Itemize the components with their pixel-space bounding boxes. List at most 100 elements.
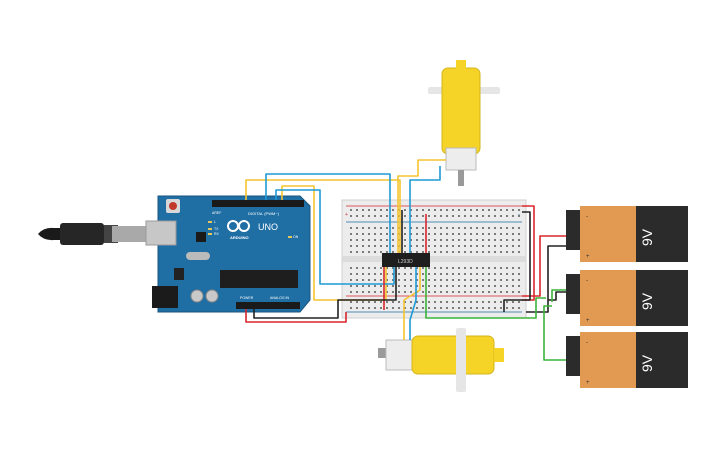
breadboard-hole: [458, 285, 460, 287]
breadboard-hole: [470, 285, 472, 287]
breadboard-hole: [434, 307, 436, 309]
breadboard-hole: [386, 227, 388, 229]
breadboard-hole: [518, 239, 520, 241]
breadboard-hole: [518, 209, 520, 211]
power-label: POWER: [240, 296, 254, 300]
breadboard-hole: [362, 215, 364, 217]
breadboard-hole: [488, 227, 490, 229]
breadboard-hole: [356, 245, 358, 247]
breadboard-hole: [458, 279, 460, 281]
breadboard-hole: [374, 245, 376, 247]
breadboard-hole: [518, 215, 520, 217]
breadboard-hole: [380, 209, 382, 211]
breadboard-hole: [404, 245, 406, 247]
breadboard-hole: [374, 267, 376, 269]
breadboard-hole: [458, 245, 460, 247]
breadboard-hole: [434, 279, 436, 281]
wire-green-2: [551, 289, 566, 302]
breadboard-hole: [446, 273, 448, 275]
led-label-l: L: [214, 220, 216, 224]
breadboard-hole: [410, 233, 412, 235]
breadboard-hole: [386, 285, 388, 287]
breadboard-hole: [428, 245, 430, 247]
breadboard-hole: [488, 279, 490, 281]
breadboard-hole: [368, 279, 370, 281]
breadboard-hole: [416, 273, 418, 275]
breadboard-hole: [494, 273, 496, 275]
breadboard-hole: [404, 273, 406, 275]
breadboard-hole: [416, 245, 418, 247]
breadboard-hole: [458, 251, 460, 253]
breadboard-hole: [470, 251, 472, 253]
wire-black-1: [253, 267, 397, 319]
breadboard-hole: [428, 227, 430, 229]
breadboard-hole: [386, 245, 388, 247]
breadboard-hole: [506, 307, 508, 309]
breadboard-hole: [512, 215, 514, 217]
breadboard-hole: [458, 227, 460, 229]
breadboard-hole: [386, 267, 388, 269]
breadboard-hole: [476, 209, 478, 211]
breadboard-hole: [488, 273, 490, 275]
reset-button[interactable]: [169, 202, 177, 210]
breadboard-hole: [494, 215, 496, 217]
breadboard-hole: [518, 251, 520, 253]
breadboard-hole: [398, 209, 400, 211]
breadboard-hole: [452, 209, 454, 211]
breadboard-hole: [416, 233, 418, 235]
breadboard-hole: [398, 227, 400, 229]
breadboard-hole: [512, 267, 514, 269]
battery-3-plus: +: [586, 380, 590, 386]
breadboard-hole: [386, 209, 388, 211]
breadboard-hole: [392, 209, 394, 211]
breadboard-hole: [368, 251, 370, 253]
breadboard-hole: [380, 245, 382, 247]
wire-yellow-1: [245, 179, 401, 253]
breadboard-hole: [440, 227, 442, 229]
breadboard-hole: [392, 227, 394, 229]
battery-1-minus: -: [586, 214, 588, 220]
breadboard-hole: [452, 233, 454, 235]
breadboard-hole: [404, 233, 406, 235]
breadboard-hole: [374, 273, 376, 275]
breadboard-hole: [404, 291, 406, 293]
breadboard-hole: [410, 291, 412, 293]
breadboard-holes: [350, 209, 520, 309]
breadboard-hole: [452, 239, 454, 241]
l293d-chip: L293D: [382, 253, 430, 267]
breadboard-hole: [440, 239, 442, 241]
breadboard-hole: [350, 233, 352, 235]
breadboard-hole: [482, 233, 484, 235]
breadboard-hole: [452, 215, 454, 217]
analog-in-label: ANALOG IN: [270, 296, 290, 300]
breadboard-hole: [428, 215, 430, 217]
breadboard-hole: [506, 245, 508, 247]
breadboard-hole: [386, 239, 388, 241]
breadboard-hole: [482, 279, 484, 281]
breadboard-hole: [434, 291, 436, 293]
breadboard-hole: [470, 233, 472, 235]
battery-1-plus: +: [586, 254, 590, 260]
breadboard-hole: [440, 285, 442, 287]
led-label-on: ON: [293, 235, 299, 239]
breadboard-hole: [356, 267, 358, 269]
breadboard-hole: [464, 215, 466, 217]
breadboard-hole: [428, 307, 430, 309]
breadboard-hole: [410, 279, 412, 281]
breadboard-hole: [398, 215, 400, 217]
breadboard-hole: [356, 285, 358, 287]
breadboard-hole: [368, 209, 370, 211]
breadboard-hole: [506, 239, 508, 241]
breadboard-hole: [488, 209, 490, 211]
breadboard-hole: [404, 279, 406, 281]
breadboard-hole: [386, 291, 388, 293]
breadboard-hole: [356, 251, 358, 253]
breadboard-hole: [494, 209, 496, 211]
breadboard-hole: [512, 301, 514, 303]
breadboard-plus-mark: +: [345, 212, 348, 218]
breadboard-hole: [518, 285, 520, 287]
bottom-gear-motor: [378, 328, 504, 392]
breadboard-hole: [446, 307, 448, 309]
breadboard-hole: [494, 301, 496, 303]
breadboard-hole: [440, 301, 442, 303]
